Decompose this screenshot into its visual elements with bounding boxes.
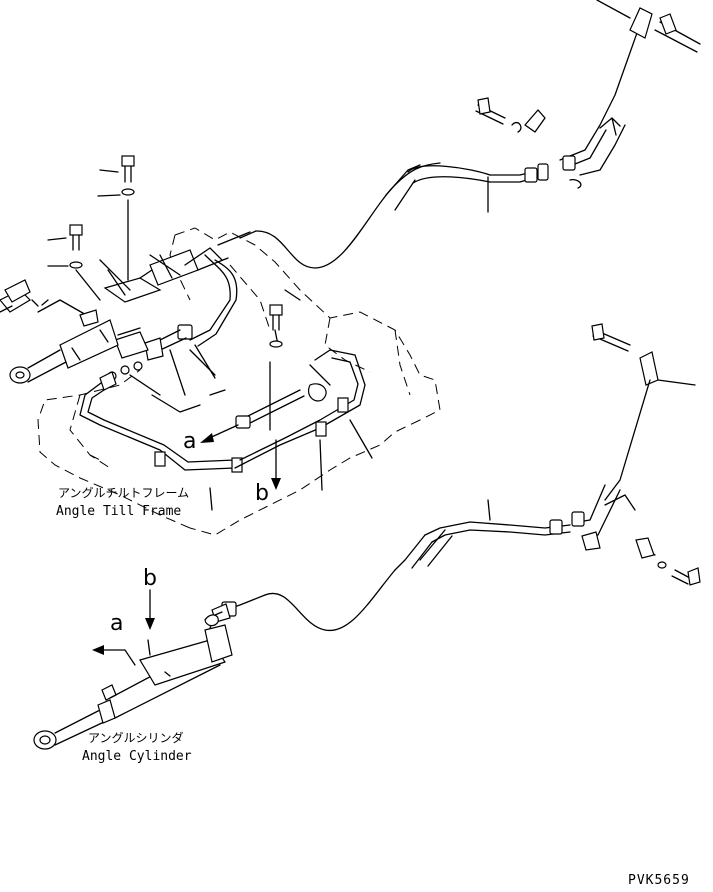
- cylinder-label-en: Angle Cylinder: [82, 749, 192, 764]
- upper-cylinder: [0, 279, 141, 384]
- upper-pipe-assembly: [217, 0, 701, 269]
- arrow-b-bottom-label: b: [143, 566, 157, 591]
- frame-pipe-assembly: [47, 155, 373, 511]
- part-code: PVK5659: [628, 873, 690, 888]
- arrow-b-top-label: b: [255, 481, 269, 506]
- lower-pipe-assembly: [211, 323, 701, 632]
- arrow-a-bottom: a: [92, 611, 136, 666]
- arrow-a-top-label: a: [183, 429, 196, 454]
- arrow-b-top: b: [255, 439, 281, 506]
- frame-label-en: Angle Till Frame: [56, 504, 181, 519]
- frame-outline: [37, 227, 441, 536]
- arrow-a-top: a: [183, 424, 239, 454]
- cylinder-label-jp: アングルシリンダ: [88, 730, 184, 745]
- frame-label: アングルチルトフレーム Angle Till Frame: [56, 486, 189, 519]
- cylinder-label: アングルシリンダ Angle Cylinder: [82, 730, 192, 764]
- lower-cylinder: [33, 611, 233, 750]
- arrow-b-bottom: b: [143, 566, 157, 630]
- arrow-a-bottom-label: a: [110, 611, 123, 636]
- frame-label-jp: アングルチルトフレーム: [58, 486, 189, 500]
